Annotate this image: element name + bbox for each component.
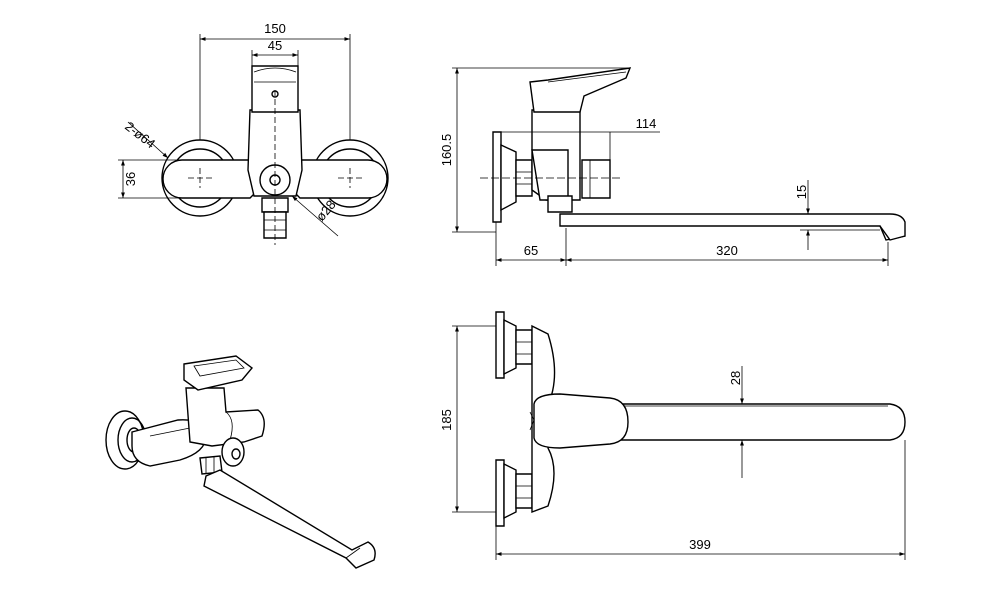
top-spout: [599, 403, 906, 441]
dim-65-320: 65 320: [495, 222, 889, 266]
outlet-nut: [261, 197, 289, 213]
dim-114: 114: [496, 116, 660, 160]
iso-body: [185, 387, 265, 447]
dim-dia28: ø28: [291, 195, 339, 237]
iso-spout: [203, 469, 376, 569]
dim-65-label: 65: [524, 243, 538, 258]
dim-185: 185: [439, 325, 496, 513]
side-wall-flange: [492, 131, 502, 223]
dim-2-dia64: 2-ø64: [122, 119, 169, 159]
front-view: 150 45 2-ø64 36 ø28: [118, 21, 389, 245]
dim-28-label: 28: [728, 371, 743, 385]
dim-185-label: 185: [439, 409, 454, 431]
dim-45-label: 45: [268, 38, 282, 53]
dim-150: 150: [199, 21, 351, 140]
dim-36-label: 36: [123, 172, 138, 186]
dim-28: 28: [728, 366, 744, 478]
dim-2-dia64-label: 2-ø64: [122, 119, 158, 152]
side-view: 160.5 114 15 65 320: [439, 67, 906, 266]
side-diverter: [581, 159, 611, 199]
top-view: 185 28 399: [439, 311, 906, 560]
isometric-view: [105, 355, 376, 569]
dim-150-label: 150: [264, 21, 286, 36]
dim-114-label: 114: [636, 116, 657, 131]
top-upper-flange: [495, 311, 505, 379]
dim-45: 45: [251, 38, 299, 66]
lever-handle: [251, 65, 299, 113]
side-spout: [559, 213, 906, 241]
dim-15: 15: [794, 180, 880, 250]
dim-320-label: 320: [716, 243, 738, 258]
dim-dia28-label: ø28: [313, 197, 339, 224]
side-lever-handle: [529, 67, 632, 113]
dim-160-5-label: 160.5: [439, 134, 454, 167]
dim-399: 399: [495, 440, 906, 560]
top-lower-flange: [495, 459, 505, 527]
dim-160-5: 160.5: [439, 67, 628, 233]
right-arm: [291, 159, 388, 199]
dim-399-label: 399: [689, 537, 711, 552]
left-arm: [162, 159, 259, 199]
dim-36: 36: [118, 159, 182, 199]
iso-diverter: [221, 437, 245, 467]
top-handle: [533, 393, 629, 449]
dim-15-label: 15: [794, 185, 809, 199]
